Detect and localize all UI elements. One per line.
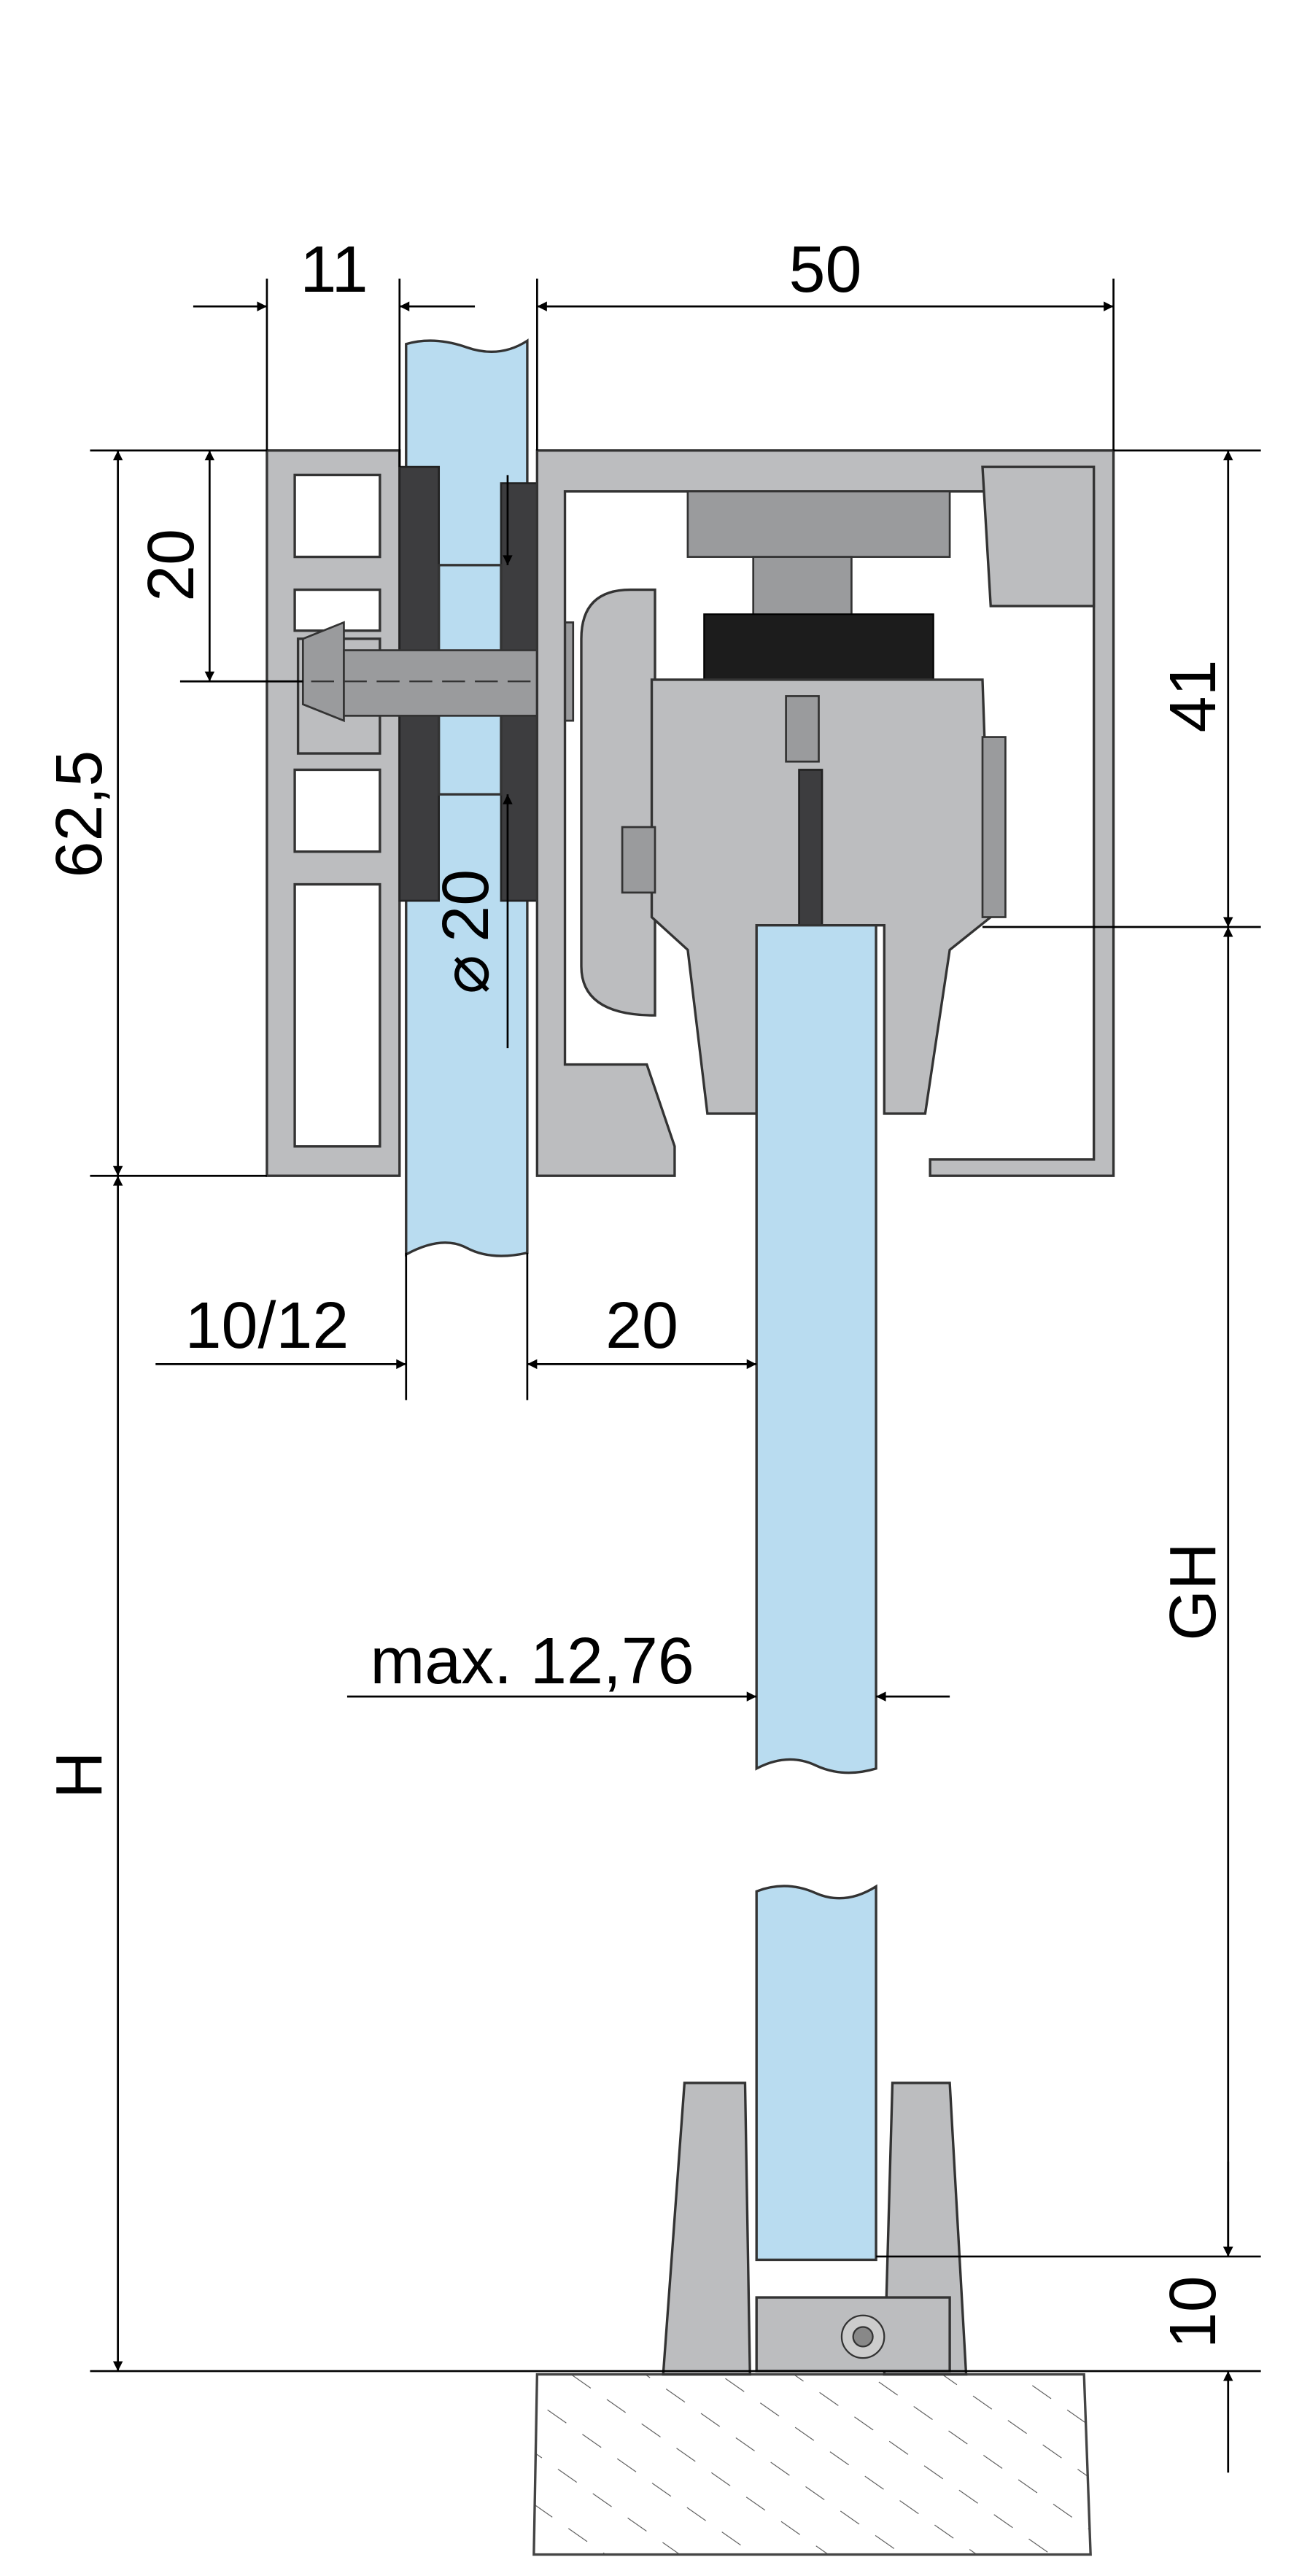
- floor-block: [532, 2373, 1092, 2556]
- dim-label-50: 50: [789, 233, 862, 306]
- fixed-glass-panel: [398, 338, 542, 1257]
- dimension-lines: [112, 301, 1233, 2473]
- left-wall-profile: [266, 449, 401, 1177]
- dim-label-gh: GH: [1157, 1543, 1230, 1641]
- dim-label-10-12: 10/12: [185, 1289, 349, 1362]
- dim-label-10: 10: [1157, 2276, 1230, 2348]
- floor-guide: [662, 2082, 968, 2376]
- track-profile: [535, 449, 1115, 1177]
- dim-label-h: H: [43, 1751, 116, 1799]
- dim-label-62-5: 62,5: [43, 750, 116, 878]
- dim-label-bolt-20: 20: [430, 869, 503, 942]
- dim-label-11: 11: [300, 233, 368, 306]
- diameter-symbol: ⌀: [430, 955, 503, 994]
- door-glass: [755, 924, 877, 2262]
- dim-label-max-12-76: max. 12,76: [370, 1625, 694, 1698]
- dim-label-clamp-20: 20: [135, 529, 208, 602]
- dim-label-41: 41: [1157, 659, 1230, 732]
- dim-label-gap-20: 20: [605, 1289, 678, 1362]
- carriage: [621, 490, 1007, 1115]
